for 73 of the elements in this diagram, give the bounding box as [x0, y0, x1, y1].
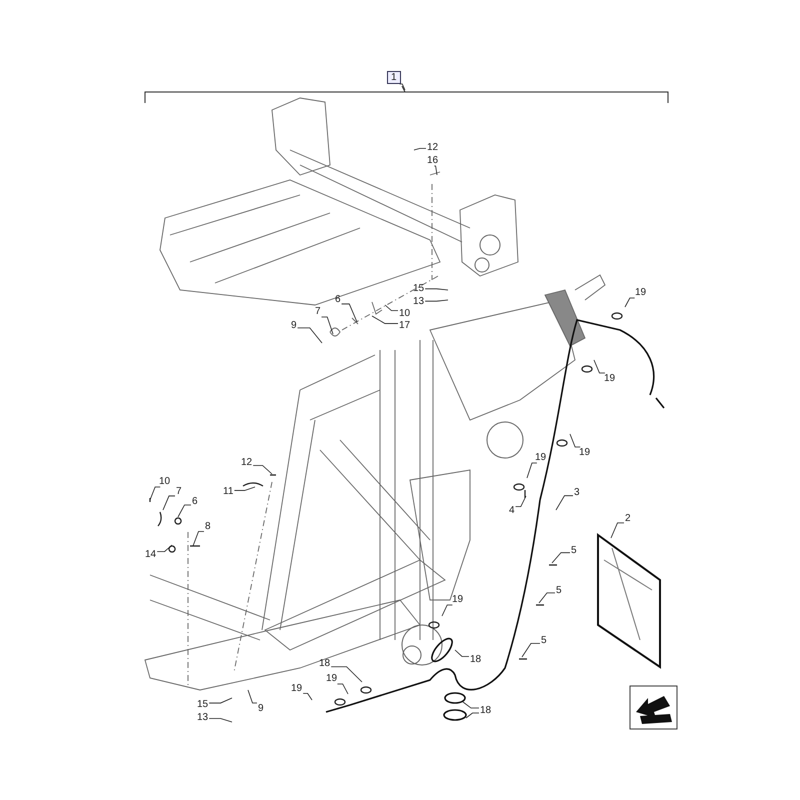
leader-line	[526, 462, 538, 478]
leader-line	[424, 288, 448, 290]
leader-line	[234, 486, 256, 491]
callout-number: 18	[469, 654, 482, 665]
callout-number: 12	[240, 457, 254, 468]
callout-number: 15	[412, 283, 426, 294]
callout-number: 16	[426, 155, 440, 166]
leader-line	[321, 316, 334, 334]
leader-line	[337, 684, 348, 694]
callout-number: 19	[603, 373, 616, 384]
leader-line	[538, 592, 556, 604]
callout-number: 10	[398, 308, 412, 319]
leader-line	[252, 465, 272, 474]
leader-line	[624, 298, 636, 308]
callout-number: 9	[257, 703, 265, 714]
callout-number: 19	[451, 594, 464, 605]
leader-line	[297, 327, 322, 344]
callout-number: 1	[387, 71, 401, 84]
callout-number: 13	[196, 712, 210, 723]
leader-line	[178, 504, 192, 518]
leader-line	[414, 148, 426, 150]
leader-line	[434, 166, 438, 176]
leader-line	[594, 360, 606, 374]
leader-line	[522, 642, 540, 658]
callout-number: 12	[426, 142, 440, 153]
leader-line	[570, 434, 581, 448]
leader-line	[515, 496, 526, 508]
callout-number: 3	[573, 487, 581, 498]
callout-number: 7	[314, 306, 322, 317]
callout-number: 5	[570, 545, 578, 556]
leader-line	[454, 650, 470, 657]
leader-line	[208, 718, 232, 722]
callout-number: 6	[191, 496, 199, 507]
leader-line	[462, 702, 480, 708]
callout-number: 18	[318, 658, 332, 669]
callout-number: 11	[222, 486, 234, 497]
leader-line	[556, 495, 574, 510]
callout-number: 5	[540, 635, 548, 646]
leader-line	[384, 304, 398, 312]
leader-line	[162, 496, 176, 510]
callout-number: 14	[144, 549, 158, 560]
leader-line	[156, 544, 172, 552]
callout-number: 10	[158, 476, 172, 487]
leader-line	[208, 698, 232, 704]
callout-number: 17	[398, 320, 412, 331]
leader-line	[442, 604, 453, 616]
leader-line	[192, 531, 204, 546]
leader-line	[399, 84, 406, 90]
callout-number: 8	[204, 521, 212, 532]
leader-line	[302, 693, 312, 700]
leader-line	[248, 690, 258, 704]
leader-line	[372, 316, 398, 324]
callout-number: 7	[175, 486, 183, 497]
callout-number: 15	[196, 699, 210, 710]
callout-number: 9	[290, 320, 298, 331]
callout-number: 2	[624, 513, 632, 524]
callout-number: 19	[290, 683, 304, 694]
callout-number: 19	[534, 452, 548, 463]
leader-line	[466, 712, 480, 718]
leader-line	[552, 552, 570, 564]
leader-line	[424, 300, 448, 302]
leader-line	[341, 304, 358, 322]
callout-number: 5	[555, 585, 563, 596]
leader-line	[610, 522, 624, 538]
leader-line	[330, 666, 362, 682]
callout-number: 19	[325, 673, 338, 684]
leader-line	[150, 486, 161, 500]
callout-number: 6	[334, 294, 342, 305]
callout-number: 4	[508, 505, 516, 516]
callout-number: 13	[412, 296, 426, 307]
callout-number: 19	[578, 447, 592, 458]
callout-number: 19	[634, 287, 648, 298]
callout-number: 18	[479, 705, 492, 716]
